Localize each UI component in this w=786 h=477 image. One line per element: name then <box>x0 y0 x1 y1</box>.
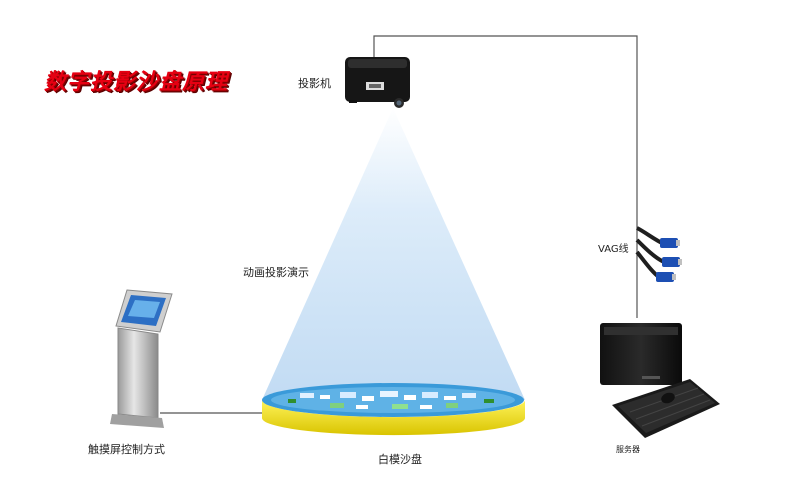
touch-kiosk-icon <box>110 289 173 428</box>
vga-connector-icon <box>635 226 682 282</box>
mouse-icon <box>661 392 675 404</box>
label-animation: 动画投影演示 <box>243 266 309 279</box>
diagram-title: 数字投影沙盘原理 <box>44 70 229 95</box>
server-icon <box>600 323 682 385</box>
label-vga-cable: VAG线 <box>598 244 629 255</box>
label-sand-table: 白模沙盘 <box>378 453 422 466</box>
projector-icon <box>345 57 410 108</box>
label-projector: 投影机 <box>298 77 331 90</box>
label-server: 服务器 <box>616 445 640 454</box>
projection-beam <box>262 108 525 400</box>
keyboard-icon <box>612 379 720 438</box>
label-touch-screen: 触摸屏控制方式 <box>88 443 165 456</box>
vga-wire <box>373 35 638 318</box>
sand-table-icon <box>262 383 525 436</box>
